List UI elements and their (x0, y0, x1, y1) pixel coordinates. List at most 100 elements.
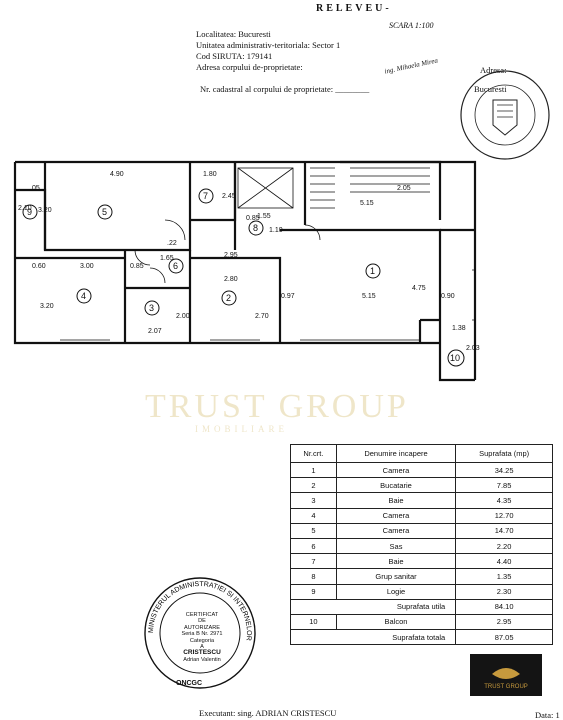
signature: ing. Mihaela Mirea (383, 56, 439, 76)
cell-nr: 1 (290, 461, 337, 479)
room-number-2: 2 (226, 293, 231, 303)
handshake-icon (492, 668, 520, 679)
cadastral-line: Nr. cadastral al corpului de proprietate… (200, 84, 370, 94)
dim-label: 2.05 (397, 185, 411, 192)
dim-label: 2.70 (255, 313, 269, 320)
dim-label: 0.85 (130, 263, 144, 270)
stamp-line: Categoria (189, 637, 215, 644)
cell-area: 7.85 (455, 477, 553, 494)
stamp-text: CERTIFICAT DE AUTORIZARE Seria B Nr. 297… (172, 612, 232, 663)
floor-plan: 5 7 9 8 6 1 4 3 2 10 4.90 1.80 .05 2.10 … (13, 160, 480, 382)
total-label: Suprafata totala (289, 629, 457, 646)
room-number-10: 10 (450, 353, 460, 363)
locality-line: Localitatea: Bucuresti (196, 29, 271, 39)
dim-label: 0.90 (441, 293, 455, 300)
dim-label: 2.95 (224, 252, 238, 259)
uat-line: Unitatea administrativ-teritoriala: Sect… (196, 40, 341, 50)
cell-area: 12.70 (455, 507, 553, 524)
cell-name: Camera (335, 461, 457, 479)
scale-label: SCARA 1:100 (389, 21, 434, 30)
cell-nr: 9 (290, 583, 337, 600)
room-number-6: 6 (173, 261, 178, 271)
dim-label: 0.60 (32, 263, 46, 270)
total-value: 87.05 (455, 629, 553, 646)
dim-label: 4.75 (412, 285, 426, 292)
stamp-line: CERTIFICAT (185, 612, 219, 618)
stamp-line: CRISTESCU (183, 649, 221, 657)
cell-name: Balcon (335, 613, 457, 631)
dim-label: 2.80 (224, 276, 238, 283)
watermark: TRUST GROUP (145, 388, 409, 425)
cell-name: Camera (335, 522, 457, 539)
stamp-bottom: ONCGC (176, 680, 203, 687)
cell-nr: 3 (290, 492, 337, 509)
room-number-4: 4 (81, 291, 86, 301)
dim-label: 2.10 (18, 205, 32, 212)
cell-name: Baie (335, 492, 457, 509)
cell-area: 2.95 (455, 613, 553, 631)
cell-area: 4.35 (455, 492, 553, 509)
util-label: Suprafata utila (289, 598, 457, 615)
table-header-row: Nr.crt. Denumire incapere Suprafata (mp) (290, 444, 553, 463)
cell-nr: 4 (290, 507, 337, 524)
stamp-line: Adrian Valentin (183, 656, 221, 663)
cell-nr: 2 (290, 477, 337, 494)
dim-label: 0.85 (246, 215, 260, 222)
dim-label: 1.38 (452, 325, 466, 332)
cadastre-seal (460, 70, 550, 160)
dim-label: 4.90 (110, 171, 124, 178)
room-number-8: 8 (253, 223, 258, 233)
siruta-line: Cod SIRUTA: 179141 (196, 51, 273, 61)
cell-name: Baie (335, 553, 457, 570)
cell-nr: 8 (290, 568, 337, 585)
cell-name: Sas (335, 537, 457, 555)
right-address-label: Adresa: (480, 65, 507, 75)
cell-area: 4.40 (455, 553, 553, 570)
cell-area: 34.25 (455, 461, 553, 479)
dim-label: 1.55 (257, 213, 271, 220)
col-header-area: Suprafata (mp) (455, 444, 553, 463)
cell-name: Bucatarie (335, 477, 457, 494)
cell-area: 14.70 (455, 522, 553, 539)
room-number-1: 1 (370, 266, 375, 276)
stamp-line: AUTORIZARE (184, 624, 220, 631)
dim-label: .05 (30, 185, 40, 192)
stamp-line: A (200, 644, 204, 651)
cell-name: Camera (335, 507, 457, 524)
dim-label: 0.97 (281, 293, 295, 300)
col-header-name: Denumire incapere (335, 444, 457, 463)
room-number-5: 5 (102, 207, 107, 217)
document-title: RELEVEU- (316, 3, 392, 14)
logo-text: TRUST GROUP (484, 684, 528, 690)
dim-label: 2.00 (176, 313, 190, 320)
dim-label: 1.65 (160, 255, 174, 262)
cell-nr: 6 (290, 537, 337, 555)
cell-nr: 10 (290, 613, 337, 631)
dim-label: 2.45 (222, 193, 236, 200)
dim-label: 2.07 (148, 328, 162, 335)
date-line: Data: 1 (535, 710, 560, 720)
room-number-3: 3 (149, 303, 154, 313)
util-value: 84.10 (455, 598, 553, 615)
cell-name: Grup sanitar (335, 568, 457, 585)
dim-label: 1.10 (269, 227, 283, 234)
stamp-line: Seria B Nr. 2971 (181, 631, 223, 638)
cell-area: 1.35 (455, 568, 553, 585)
cell-nr: 7 (290, 553, 337, 570)
dim-label: .22 (167, 240, 177, 247)
watermark-sub: IMOBILIARE (195, 424, 288, 434)
trust-group-logo: TRUST GROUP (470, 654, 542, 696)
executant-line: Executant: sing. ADRIAN CRISTESCU (199, 708, 337, 718)
dim-label: 3.00 (80, 263, 94, 270)
stamp-line: DE (198, 618, 206, 625)
dim-label: 2.03 (466, 345, 480, 352)
